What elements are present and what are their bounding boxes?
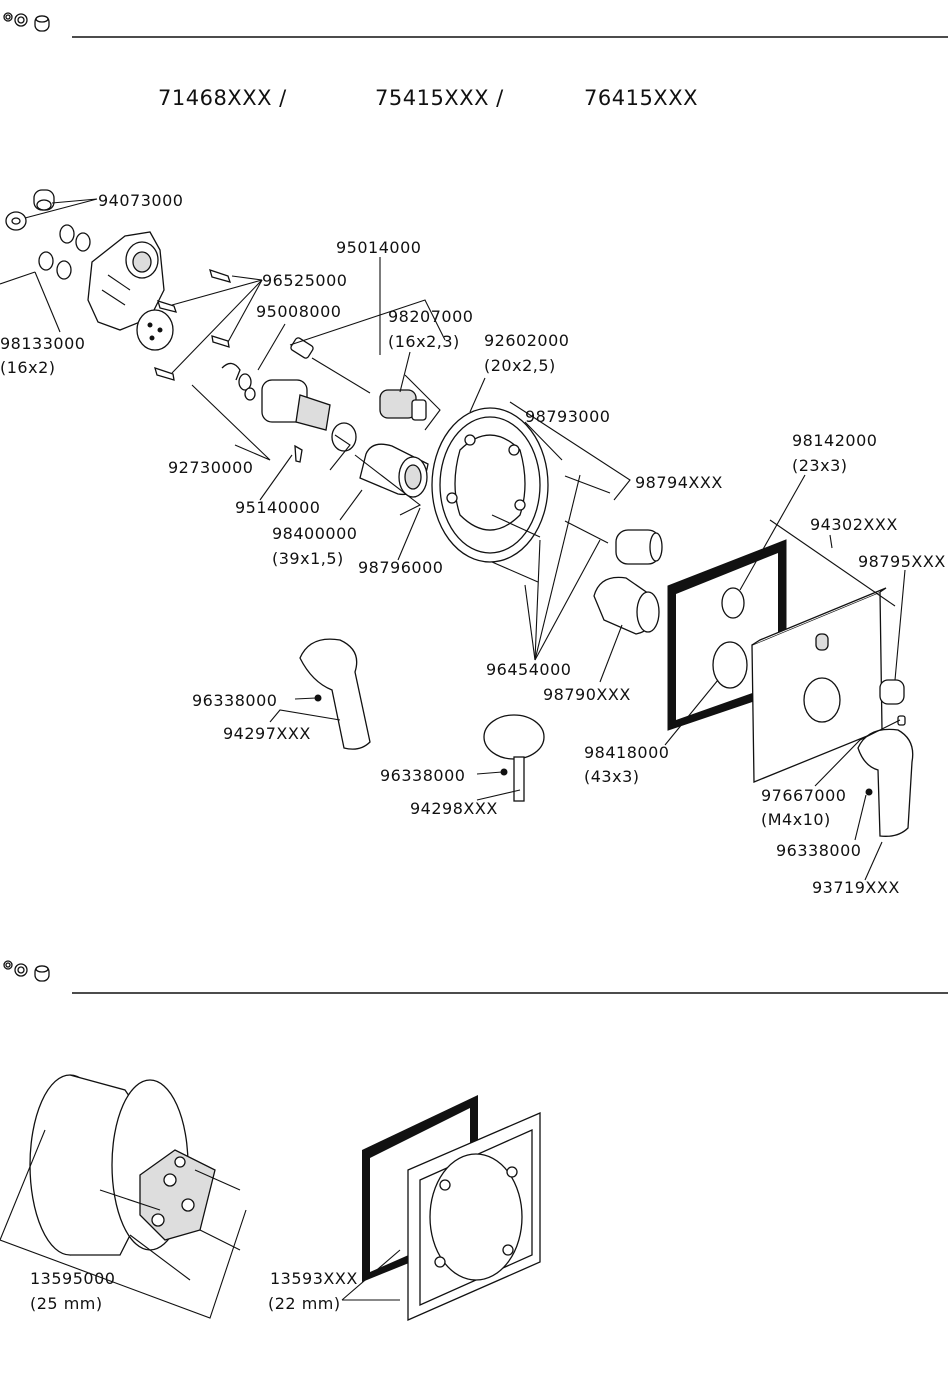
leader-lines <box>341 1249 401 1301</box>
part-size: (M4x10) <box>761 810 831 829</box>
part-label: 95008000 <box>256 302 341 321</box>
part-label: 96338000 <box>776 841 861 860</box>
part-label: 96338000 <box>380 766 465 785</box>
part-label: 97667000 <box>761 786 846 805</box>
part-label: 94297XXX <box>223 724 311 743</box>
cartridge-part <box>221 362 357 463</box>
part-label: 98793000 <box>525 407 610 426</box>
model-number: 75415XXX / <box>375 86 504 110</box>
part-label: 94302XXX <box>810 515 898 534</box>
part-label: 94298XXX <box>410 799 498 818</box>
part-label: 98796000 <box>358 558 443 577</box>
part-size: (25 mm) <box>30 1294 103 1313</box>
part-label: 98795XXX <box>858 552 946 571</box>
part-size: (23x3) <box>792 456 848 475</box>
model-number: 76415XXX <box>584 86 698 110</box>
model-number: 71468XXX / <box>158 86 287 110</box>
round-handle-part <box>483 714 545 802</box>
part-label: 95140000 <box>235 498 320 517</box>
part-size: (22 mm) <box>268 1294 341 1313</box>
cap-part <box>5 189 55 231</box>
part-label: 92730000 <box>168 458 253 477</box>
mounting-plate-part <box>431 407 549 563</box>
part-size: (16x2) <box>0 358 56 377</box>
part-size: (16x2,3) <box>388 332 460 351</box>
leader-lines <box>0 1129 247 1319</box>
lever-handle-part <box>857 728 914 837</box>
lever-handle-part <box>299 638 371 750</box>
part-label: 96338000 <box>192 691 277 710</box>
part-label: 98207000 <box>388 307 473 326</box>
part-label: 98133000 <box>0 334 85 353</box>
part-size: (39x1,5) <box>272 549 344 568</box>
knob-part <box>615 529 663 565</box>
small-cap-part <box>879 679 906 726</box>
part-label: 13595000 <box>30 1269 115 1288</box>
part-label: 96525000 <box>262 271 347 290</box>
part-label: 98794XXX <box>635 473 723 492</box>
leader-lines <box>0 198 906 881</box>
part-label: 98790XXX <box>543 685 631 704</box>
diverter-part <box>379 389 427 421</box>
part-size: (43x3) <box>584 767 640 786</box>
part-label: 98142000 <box>792 431 877 450</box>
part-label: 13593XXX <box>270 1269 358 1288</box>
o-ring-part <box>38 224 91 280</box>
part-label: 93719XXX <box>812 878 900 897</box>
part-label: 92602000 <box>484 331 569 350</box>
large-knob-part <box>593 576 660 635</box>
part-label: 98418000 <box>584 743 669 762</box>
screw-part <box>154 268 232 381</box>
part-size: (20x2,5) <box>484 356 556 375</box>
part-label: 94073000 <box>98 191 183 210</box>
part-label: 96454000 <box>486 660 571 679</box>
sleeve-part <box>359 443 429 498</box>
part-label: 95014000 <box>336 238 421 257</box>
valve-body-part <box>87 231 174 351</box>
part-label: 98400000 <box>272 524 357 543</box>
long-screw-part <box>491 475 611 583</box>
spare-parts-icon <box>3 12 50 32</box>
spare-parts-icon <box>3 960 50 982</box>
extension-frame-part <box>362 1095 541 1321</box>
extension-set-part <box>29 1074 241 1281</box>
